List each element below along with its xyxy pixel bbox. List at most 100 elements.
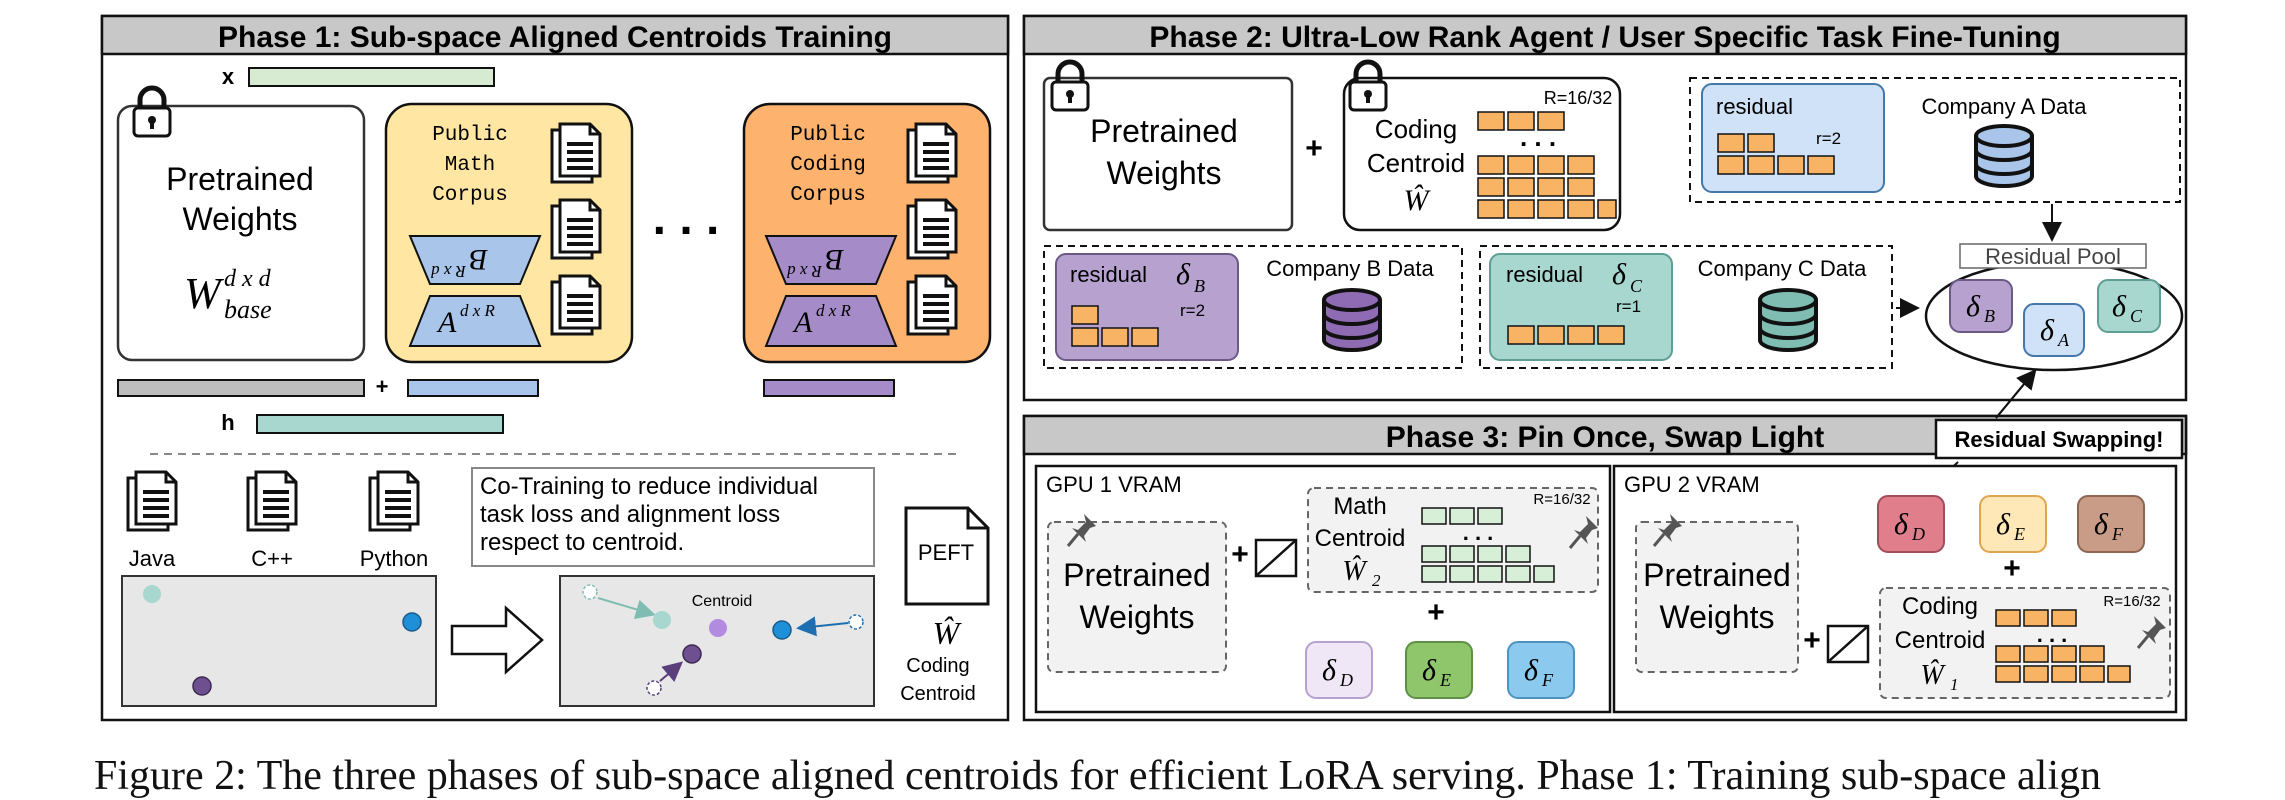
p2-w-hat: Ŵ [1404,184,1432,217]
gpu1-delta-d-sub: D [1339,670,1353,690]
gpu2-delta-f-symbol: δ [2094,508,2109,541]
coding-corpus-line1: Public [790,124,866,147]
p2-pretrained-line2: Weights [1106,155,1221,191]
lang-java: Java [129,546,176,571]
pool-delta-c [2097,279,2161,333]
math-b-trapezoid [408,235,542,285]
company-b-blocks [1071,305,1159,347]
database-icon [1758,288,1818,352]
python-origin-point [848,614,864,630]
company-c-blocks [1507,325,1625,345]
python-file-icon [370,472,418,530]
math-b-label: B [470,243,488,276]
gpu1-delta-e-sub: E [1439,670,1451,690]
document-icon [908,200,956,258]
python-point [402,612,422,632]
math-b-sup: R x d [431,262,467,281]
gpu1-delta-d-symbol: δ [1322,654,1337,687]
cotraining-line3: respect to centroid. [480,529,684,556]
company-a-rank: r=2 [1816,129,1841,148]
gpu1-pretrained-line2: Weights [1079,599,1194,635]
gpu1-math-line1: Math [1333,493,1386,520]
gpu2-blocks-dots: . . . [2037,622,2068,647]
gpu2-w-hat-sub: 1 [1950,675,1959,694]
gpu2-delta-f [2077,495,2145,553]
w-base-symbol: W [184,269,224,318]
p2-pretrained-line1: Pretrained [1090,113,1238,149]
math-corpus-line2: Math [445,154,495,177]
document-icon [908,124,956,182]
gpu2-plus: + [1803,624,1821,657]
company-b-delta-sub: B [1194,276,1205,296]
h-bar [256,414,504,434]
cpp-point-moved [682,644,702,664]
company-b-data: Company B Data [1266,256,1434,281]
pool-delta-a-sub: A [2057,330,2070,350]
company-c-delta: δ [1612,258,1627,291]
gpu1-delta-d [1305,641,1373,699]
gpu1-label: GPU 1 VRAM [1046,472,1182,497]
gpu2-adapter-diagonal [1827,625,1869,663]
gpu2-delta-e [1979,495,2047,553]
gpu2-label: GPU 2 VRAM [1624,472,1760,497]
phase1-panel: Phase 1: Sub-space Aligned Centroids Tra… [100,14,1010,722]
gpu2-delta-d-symbol: δ [1894,508,1909,541]
pool-delta-b [1949,279,2013,333]
company-b-delta: δ [1176,258,1191,291]
gpu1-math-blocks [1421,507,1555,583]
residual-swapping-badge [1934,418,2184,460]
company-c-data: Company C Data [1698,256,1868,281]
p2-coding-line1: Coding [1375,114,1457,144]
gpu2-pretrained-box [1635,521,1799,673]
residual-swapping-label: Residual Swapping! [1954,427,2163,452]
gpu1-math-line2: Centroid [1315,525,1406,552]
w-base-sub: base [224,295,272,324]
ellipsis: . . . [653,192,720,245]
coding-a-trapezoid [764,295,898,347]
company-c-residual-label: residual [1506,262,1583,287]
phase2-title: Phase 2: Ultra-Low Rank Agent / User Spe… [1149,21,2060,54]
pretrained-line2: Weights [182,201,297,237]
gpu2-plus-residuals: + [2003,552,2021,585]
gpu1-delta-e [1405,641,1473,699]
peft-label: PEFT [918,540,974,565]
base-output-bar [117,379,365,397]
coding-a-label: A [792,306,813,339]
swap-arrow-up [1995,368,2037,419]
pool-delta-a [2023,303,2085,357]
transform-arrow-icon [450,605,544,675]
phase1-title: Phase 1: Sub-space Aligned Centroids Tra… [218,21,892,54]
java-origin-point [582,584,598,600]
math-corpus-line1: Public [432,124,508,147]
lang-cpp: C++ [251,546,293,571]
gpu1-pretrained-line1: Pretrained [1063,557,1211,593]
pool-delta-c-sub: C [2130,306,2143,326]
company-b-rank: r=2 [1180,301,1205,320]
phase1-header [100,14,1010,56]
diagram-canvas: Phase 1: Sub-space Aligned Centroids Tra… [100,14,2188,722]
gpu1-pretrained-box [1047,521,1227,673]
peft-w-hat: Ŵ [933,615,963,651]
embedding-after-plot [559,575,875,707]
phase2-panel: Phase 2: Ultra-Low Rank Agent / User Spe… [1022,14,2188,402]
document-icon [552,124,600,182]
gpu1-delta-e-symbol: δ [1422,654,1437,687]
gpu2-delta-e-symbol: δ [1996,508,2011,541]
python-move-arrow [796,616,849,637]
cotraining-line1: Co-Training to reduce individual [480,473,818,500]
database-icon [1974,124,2034,188]
company-a-data: Company A Data [1921,94,2087,119]
pool-delta-b-symbol: δ [1966,290,1981,323]
math-a-label: A [436,306,457,339]
phase3-panel: Phase 3: Pin Once, Swap Light Residual S… [1022,368,2188,722]
figure-caption: Figure 2: The three phases of sub-space … [94,753,2101,799]
gpu1-plus-residuals: + [1427,596,1445,629]
phase2-header [1022,14,2188,56]
pool-delta-c-symbol: δ [2112,290,2127,323]
gpu2-pretrained-line1: Pretrained [1643,557,1791,593]
embedding-before-plot [121,575,437,707]
document-icon [552,200,600,258]
p2-centroid-blocks [1477,111,1617,219]
centroid-point [709,619,727,637]
gpu2-delta-d [1877,495,1945,553]
